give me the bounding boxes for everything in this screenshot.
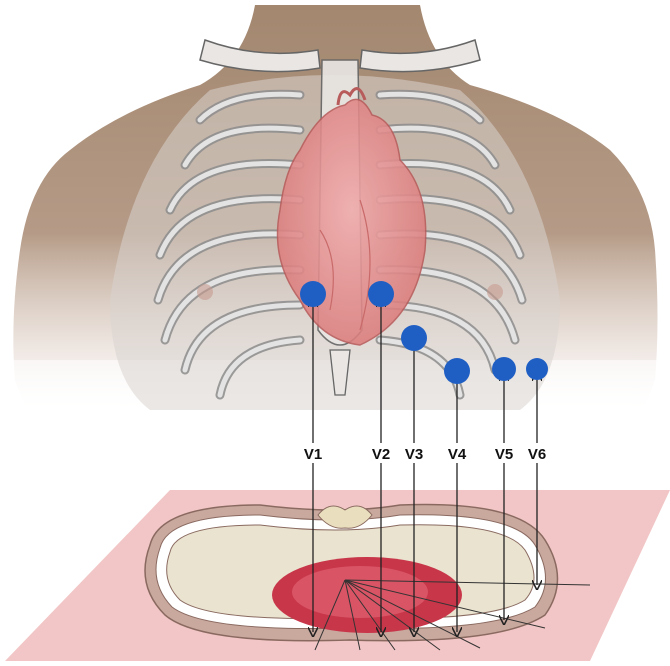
- lead-label-v4: V4: [448, 446, 467, 463]
- electrode-v1: [300, 281, 326, 307]
- lead-label-v3: V3: [405, 446, 423, 463]
- lead-label-v1: V1: [304, 446, 322, 463]
- electrode-v6: [526, 358, 548, 380]
- thorax-cross-section: [145, 504, 558, 640]
- lead-label-v5: V5: [495, 446, 513, 463]
- electrode-v5: [492, 357, 516, 381]
- electrode-v3: [401, 325, 427, 351]
- electrode-v2: [368, 281, 394, 307]
- nipple-right: [487, 284, 503, 300]
- nipple-left: [197, 284, 213, 300]
- lead-label-v2: V2: [372, 446, 390, 463]
- electrode-v4: [444, 358, 470, 384]
- lead-label-v6: V6: [528, 446, 546, 463]
